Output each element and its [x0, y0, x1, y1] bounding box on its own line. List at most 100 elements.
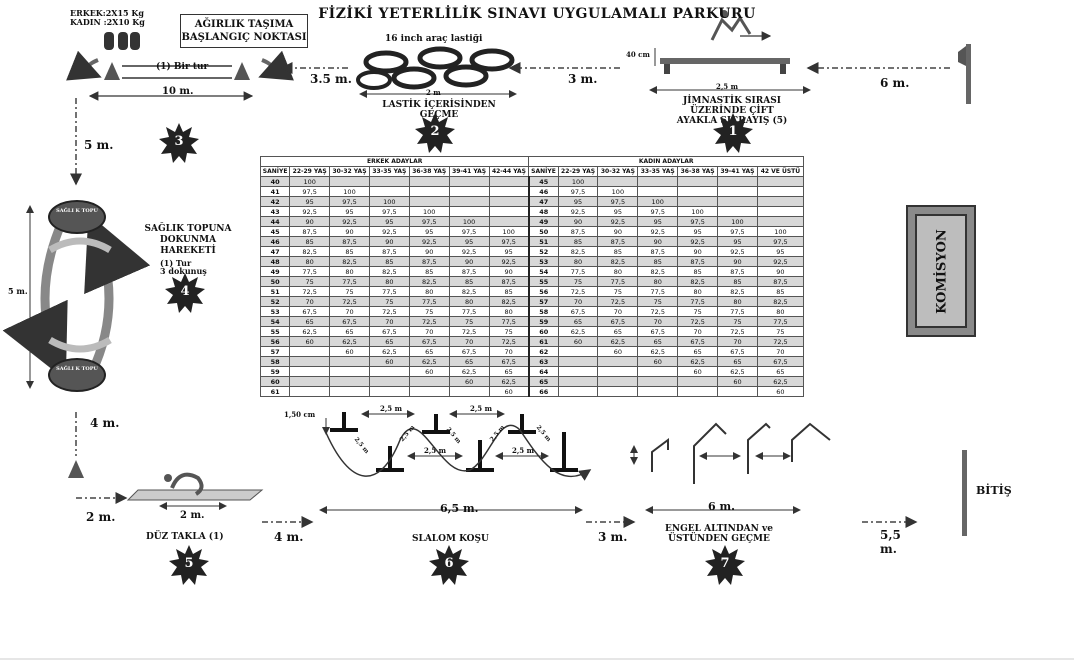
score-cell: 85 [368, 256, 410, 267]
score-cell: 62,5 [557, 326, 599, 337]
score-cell: 60 [756, 386, 805, 397]
score-cell: 62,5 [408, 356, 450, 367]
score-cell: 60 [368, 356, 410, 367]
score-cell: 62,5 [368, 346, 410, 357]
score-cell: 60 [597, 346, 639, 357]
column-header: 39-41 YAŞ [717, 166, 758, 177]
score-cell: 62,5 [677, 356, 719, 367]
score-cell [637, 386, 679, 397]
score-cell: 72,5 [677, 316, 719, 327]
score-cell: 97,5 [448, 226, 490, 237]
bench-height-label: 40 cm [626, 50, 650, 59]
column-header: 42 VE ÜSTÜ [756, 166, 805, 177]
score-cell [368, 386, 410, 397]
score-cell: 100 [677, 206, 719, 217]
score-cell: 70 [717, 336, 758, 347]
score-cell [597, 356, 639, 367]
score-cell: 87,5 [448, 266, 490, 277]
score-cell: 100 [368, 196, 410, 207]
score-cell [329, 366, 370, 377]
score-cell: 67,5 [488, 356, 530, 367]
score-cell: 100 [717, 216, 758, 227]
score-cell [488, 216, 530, 227]
score-cell: 82,5 [557, 246, 599, 257]
distance-label: 6 m. [708, 500, 735, 513]
score-cell: 70 [637, 316, 679, 327]
score-cell: 85 [408, 266, 450, 277]
score-cell: 65 [756, 366, 805, 377]
seconds-cell: 40 [259, 176, 291, 187]
hurdle-caption: ENGEL ALTINDAN ve ÜSTÜNDEN GEÇME [665, 524, 773, 544]
score-cell [488, 186, 530, 197]
score-cell: 67,5 [756, 356, 805, 367]
cone-icon [68, 460, 84, 478]
bottom-divider [0, 658, 1074, 660]
score-cell: 77,5 [488, 316, 530, 327]
score-cell: 80 [597, 266, 639, 277]
seconds-cell: 57 [259, 346, 291, 357]
column-header: 30-32 YAŞ [329, 166, 370, 177]
score-cell [717, 186, 758, 197]
score-cell: 77,5 [597, 276, 639, 287]
score-cell: 100 [597, 186, 639, 197]
column-header: 39-41 YAŞ [448, 166, 490, 177]
column-header: 33-35 YAŞ [637, 166, 679, 177]
score-cell: 90 [448, 256, 490, 267]
score-cell [408, 186, 450, 197]
weight-male-label: ERKEK:2X15 Kg [70, 8, 144, 18]
score-cell [408, 386, 450, 397]
score-cell: 77,5 [289, 266, 331, 277]
female-group-header: KADIN ADAYLAR [528, 156, 804, 167]
bench-icon [660, 58, 790, 64]
score-cell: 75 [448, 316, 490, 327]
station-badge-2: 2 [414, 112, 456, 154]
score-cell [448, 196, 490, 207]
score-cell: 65 [329, 326, 370, 337]
tire-caption: LASTİK İÇERİSİNDEN GEÇME [382, 100, 496, 120]
score-table: ERKEK ADAYLAR KADIN ADAYLAR SANİYE 22-29… [259, 156, 805, 397]
athlete-jump-icon [710, 15, 752, 41]
score-cell: 62,5 [289, 326, 331, 337]
seconds-cell: 55 [259, 326, 291, 337]
score-cell: 92,5 [637, 226, 679, 237]
score-cell [368, 176, 410, 187]
score-cell: 87,5 [677, 256, 719, 267]
score-cell: 82,5 [677, 276, 719, 287]
score-cell: 70 [677, 326, 719, 337]
seconds-cell: 61 [259, 386, 291, 397]
score-cell [408, 376, 450, 387]
score-cell: 80 [756, 306, 805, 317]
score-cell: 77,5 [637, 286, 679, 297]
score-cell: 60 [408, 366, 450, 377]
seconds-cell: 63 [527, 356, 559, 367]
score-cell: 90 [557, 216, 599, 227]
distance-label: m. [880, 542, 897, 556]
score-cell: 60 [637, 356, 679, 367]
seconds-cell: 61 [527, 336, 559, 347]
seconds-cell: 49 [259, 266, 291, 277]
score-cell: 85 [448, 276, 490, 287]
seconds-cell: 58 [527, 306, 559, 317]
score-cell: 65 [368, 336, 410, 347]
station-badge-4: 4 [164, 272, 206, 314]
score-cell [289, 376, 331, 387]
score-cell: 80 [368, 276, 410, 287]
score-cell [637, 366, 679, 377]
weight-icon [118, 32, 128, 50]
score-cell: 80 [329, 266, 370, 277]
score-cell: 92,5 [756, 256, 805, 267]
distance-label: 6,5 m. [440, 502, 479, 515]
ball-height-label: 5 m. [8, 286, 28, 296]
score-cell: 92,5 [329, 216, 370, 227]
ball-sub1: (1) Tur [160, 258, 192, 268]
score-cell [368, 186, 410, 197]
score-cell: 97,5 [368, 206, 410, 217]
ball-sub2: 3 dokunuş [160, 266, 207, 276]
seconds-cell: 52 [527, 246, 559, 257]
score-cell: 92,5 [448, 246, 490, 257]
